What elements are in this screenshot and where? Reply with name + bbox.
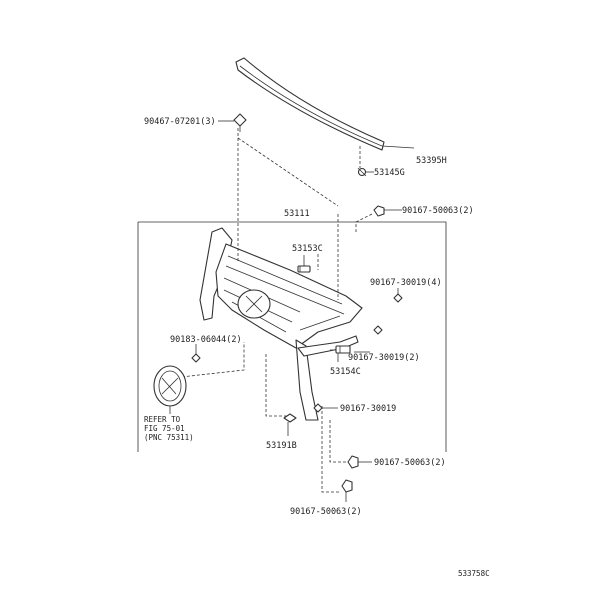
diagram-id: 533758C — [458, 569, 490, 578]
label-90167-30019-4: 90167-30019(4) — [370, 278, 442, 288]
screw-icon — [297, 265, 311, 273]
assembly-frame — [137, 221, 447, 452]
label-90167-50063-bot: 90167-50063(2) — [290, 507, 362, 517]
label-53395H: 53395H — [416, 156, 447, 166]
clip-icon — [357, 167, 367, 177]
screw-icon — [191, 353, 201, 363]
screw-icon — [393, 293, 403, 303]
leader-90167-30019 — [321, 406, 340, 493]
label-refer-pnc: (PNC 75311) — [144, 433, 194, 442]
leader-90167-50063-top — [355, 213, 373, 232]
screw-icon — [335, 345, 351, 354]
leader-emblem — [171, 342, 245, 379]
screw-icon — [313, 403, 323, 413]
label-90183: 90183-06044(2) — [170, 335, 242, 345]
screw-icon — [283, 413, 297, 423]
screw-icon — [373, 325, 383, 335]
label-90167-50063-mid: 90167-50063(2) — [374, 458, 446, 468]
nut-icon — [347, 455, 359, 469]
label-53191B: 53191B — [266, 441, 297, 451]
label-53111: 53111 — [284, 209, 310, 219]
label-90167-50063-top: 90167-50063(2) — [402, 206, 474, 216]
nut-icon — [373, 205, 385, 217]
label-53153C: 53153C — [292, 244, 323, 254]
leader-53191B — [265, 354, 292, 417]
leader-bottom-nut — [329, 420, 350, 463]
label-refer-to: REFER TO — [144, 415, 181, 424]
upper-molding-53395H — [235, 57, 415, 151]
label-90167-30019: 90167-30019 — [340, 404, 396, 414]
label-refer-fig: FIG 75-01 — [144, 424, 185, 433]
label-53145G: 53145G — [374, 168, 405, 178]
clip-icon — [233, 113, 247, 132]
label-90167-30019-2: 90167-30019(2) — [348, 353, 420, 363]
label-53154C: 53154C — [330, 367, 361, 377]
leader-90467-diag — [237, 137, 339, 207]
emblem-icon — [153, 365, 187, 407]
label-90467: 90467-07201(3) — [144, 117, 216, 127]
radiator-grille-53111 — [199, 227, 363, 421]
nut-icon — [341, 479, 353, 493]
